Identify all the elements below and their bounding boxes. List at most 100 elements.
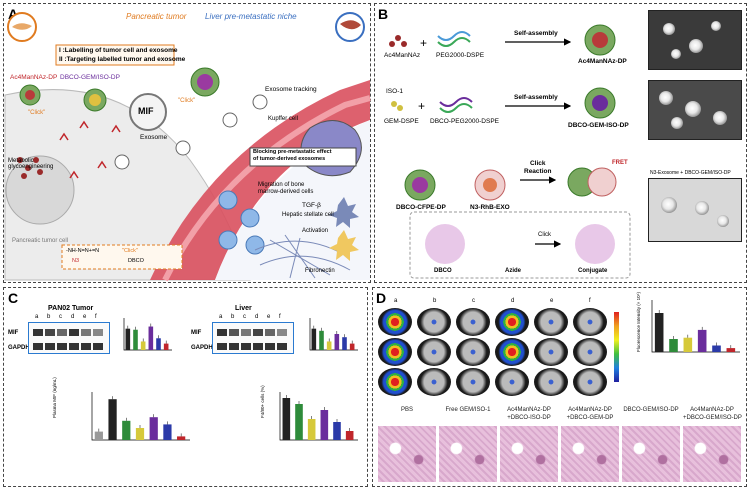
exosome-label: Exosome [140,134,168,141]
bar [282,398,291,440]
organ-image [378,368,412,396]
bar [319,330,324,350]
bar [333,422,341,440]
ac4manaz-dp-label: Ac4ManNAz-DP [10,74,58,81]
organ-image [495,368,529,396]
lane-label: d [71,314,75,320]
bar [697,329,707,352]
lane-label: a [35,314,39,320]
tem-image-1 [648,10,742,70]
histo-label: Ac4ManNAz-DP +DBCO-ISO-DP [507,407,551,421]
chem-n3-label: -NH-N=N+=N [66,248,100,254]
tumor-cell-label: Pancreatic tumor cell [12,238,69,244]
organ-col-label: f [589,298,591,304]
organ-image [417,368,451,396]
b-prod1-label: Ac4ManNAz-DP [578,58,627,65]
bar [311,328,317,350]
b-tem3-label: N3-Exosome + DBCO-GEM/ISO-DP [650,170,731,176]
blocking-label: Blocking pre-metastatic effect of tumor-… [253,149,332,162]
bar [125,328,131,350]
b-iso-label: ISO-1 [386,88,403,95]
bar [334,334,340,350]
chart-axis [279,392,358,441]
mif-label: MIF [138,106,154,116]
c-wb-tumor-gapdh: GAPDH [8,345,30,351]
organ-image [417,338,451,366]
histo-label: Ac4ManNAz-DP +DBCO-GEM/ISO-DP [683,407,742,421]
bar [669,339,678,352]
c-wb-tumor-mif: MIF [8,330,19,336]
histo-label: PBS [400,407,413,413]
activation-label: Activation [302,228,329,234]
bar [326,341,332,350]
bar [342,337,347,350]
bar [295,404,303,440]
c-plasma-ylabel: Plasma MIF (ng/mL) [52,377,57,418]
b-click-label: Click Reaction [524,160,552,175]
bar [149,417,158,440]
organ-col-label: d [511,298,515,304]
lane-label: b [47,314,51,320]
panel-b-label: B [378,6,389,22]
lane-label: e [83,314,87,320]
b-self2-label: Self-assembly [514,94,558,101]
histology-image [500,426,558,482]
pancreatic-tumor-title: Pancreatic tumor [126,12,187,21]
bar [108,399,117,440]
histology-image [683,426,741,482]
b-ac4-label: Ac4ManNAz [384,52,421,59]
bar [163,343,169,350]
bar [683,337,693,352]
bar [345,431,354,440]
organ-image [534,368,568,396]
chart-axis [123,318,172,351]
histo-label: Free GEM/ISO-1 [445,407,491,413]
histo-label: Ac4ManNAz-DP +DBCO-GEM-DP [566,407,614,421]
organ-col-label: c [472,298,475,304]
organ-image [573,308,607,336]
b-azide-label: Azide [505,268,522,274]
bar [177,436,186,440]
exosome-tracking-label: Exosome tracking [265,86,317,93]
organ-image [495,308,529,336]
organ-image [456,338,490,366]
bar [307,419,316,440]
tgf-label: TGF-β [302,202,321,209]
bar [712,345,721,352]
migration-label: Migration of bone marrow-derived cells [258,182,314,195]
histology-image [561,426,619,482]
chart-c-tumor-wb [123,318,172,351]
c-f480-ylabel: F4/80+ cells (%) [260,385,265,418]
bar [133,329,138,350]
organ-image [534,308,568,336]
chart-c-liver-wb [309,318,358,351]
bar [94,431,103,440]
fibronectin-label: Fibronectin [305,268,335,274]
bar [654,313,664,352]
liver-niche-title: Liver pre-metastatic niche [205,12,297,21]
c-wb-liver-gapdh: GAPDH [191,345,213,351]
lane-label: c [59,314,62,320]
bar [140,341,146,350]
b-n3exo-label: N3-RhB-EXO [470,204,510,211]
organ-col-label: e [550,298,554,304]
organ-image [378,338,412,366]
d-ylabel: Fluorescence Intensity (× 10⁶) [636,291,641,352]
lane-label: f [95,314,97,320]
b-dbco-chem-label: DBCO [434,268,452,274]
b-peg-label: PEG2000-DSPE [436,52,485,59]
panel-c-label: C [8,290,19,306]
chart-c-plasma [91,392,190,441]
bar [349,343,355,350]
click-label-2: "Click" [178,98,196,104]
bar [320,410,329,440]
d-colorbar [614,312,619,382]
histology-image [439,426,497,482]
b-self1-label: Self-assembly [514,30,558,37]
dbco-gem-iso-dp-label: DBCO-GEM/ISO-DP [60,74,120,81]
bar [148,326,154,350]
c-wb-tumor-blot [28,322,110,354]
b-conj-label: Conjugate [578,268,608,274]
lane-label: e [267,314,271,320]
b-fret-label: FRET [612,160,628,166]
